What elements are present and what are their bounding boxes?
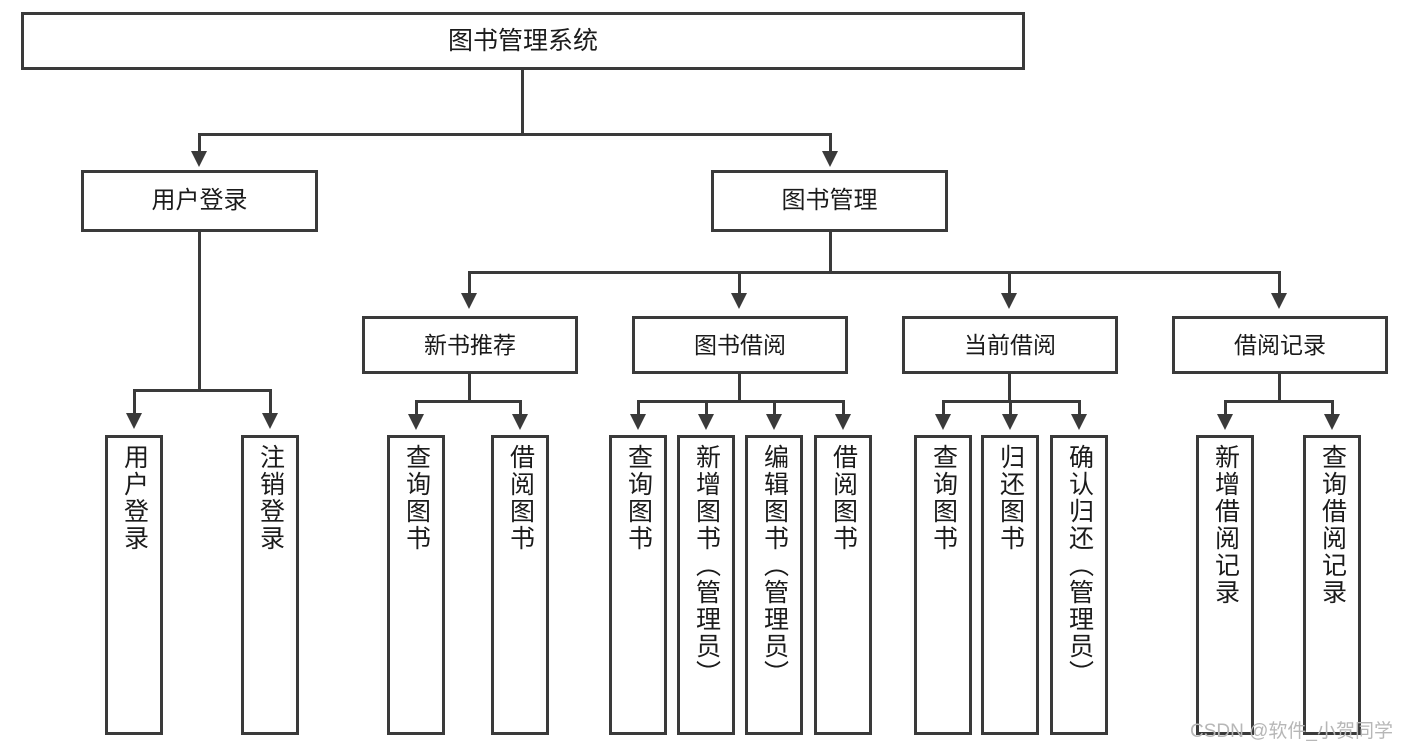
leaf-label: 归还图书 xyxy=(996,444,1025,552)
connector-user-login-to-leaf-2 xyxy=(269,389,272,415)
connector-book-borrow-to-leaf-3 xyxy=(773,400,776,416)
arrowhead-current-borrow-to-leaf-3 xyxy=(1071,414,1087,430)
connector-current-borrow-to-leaf-3 xyxy=(1078,400,1081,416)
connector-root-bus xyxy=(198,133,832,136)
node-book-management[interactable]: 图书管理 xyxy=(711,170,948,232)
leaf-label: 查询图书 xyxy=(929,444,958,552)
leaf-label: 借阅图书 xyxy=(506,444,535,552)
leaf-user-login-login[interactable]: 用户登录 xyxy=(105,435,163,735)
leaf-new-book-query[interactable]: 查询图书 xyxy=(387,435,445,735)
connector-book-borrow-to-leaf-4 xyxy=(842,400,845,416)
node-user-login[interactable]: 用户登录 xyxy=(81,170,318,232)
connector-book-borrow-stem xyxy=(738,374,741,402)
connector-borrow-record-to-leaf-2 xyxy=(1331,400,1334,416)
connector-borrow-record-to-leaf-1 xyxy=(1224,400,1227,416)
arrowhead-book-borrow-to-leaf-4 xyxy=(835,414,851,430)
leaf-label: 新增借阅记录 xyxy=(1211,444,1240,606)
arrowhead-new-book-to-leaf-1 xyxy=(408,414,424,430)
connector-book-mgmt-bus xyxy=(468,271,1280,274)
leaf-book-borrow-borrow[interactable]: 借阅图书 xyxy=(814,435,872,735)
connector-new-book-to-leaf-2 xyxy=(519,400,522,416)
leaf-book-borrow-query[interactable]: 查询图书 xyxy=(609,435,667,735)
connector-book-mgmt-to-lvl3-2 xyxy=(738,271,741,295)
connector-root-stem xyxy=(521,70,524,133)
leaf-current-borrow-confirm-return[interactable]: 确认归还（管理员） xyxy=(1050,435,1108,735)
node-root-system[interactable]: 图书管理系统 xyxy=(21,12,1025,70)
connector-book-borrow-to-leaf-2 xyxy=(705,400,708,416)
node-label: 借阅记录 xyxy=(1234,331,1326,358)
leaf-label: 查询图书 xyxy=(624,444,653,552)
leaf-user-login-logout[interactable]: 注销登录 xyxy=(241,435,299,735)
connector-current-borrow-stem xyxy=(1008,374,1011,402)
leaf-book-borrow-add[interactable]: 新增图书（管理员） xyxy=(677,435,735,735)
connector-borrow-record-stem xyxy=(1278,374,1281,402)
arrowhead-book-mgmt-to-lvl3-3 xyxy=(1001,293,1017,309)
arrowhead-book-borrow-to-leaf-2 xyxy=(698,414,714,430)
arrowhead-book-mgmt-to-lvl3-1 xyxy=(461,293,477,309)
leaf-label: 查询借阅记录 xyxy=(1318,444,1347,606)
connector-user-login-to-leaf-1 xyxy=(133,389,136,415)
connector-book-mgmt-to-lvl3-3 xyxy=(1008,271,1011,295)
connector-new-book-stem xyxy=(468,374,471,402)
node-label: 用户登录 xyxy=(151,187,248,215)
leaf-label: 新增图书（管理员） xyxy=(692,444,721,687)
arrowhead-user-login-to-leaf-1 xyxy=(126,413,142,429)
arrowhead-new-book-to-leaf-2 xyxy=(512,414,528,430)
connector-current-borrow-to-leaf-2 xyxy=(1009,400,1012,416)
connector-book-mgmt-to-lvl3-1 xyxy=(468,271,471,295)
node-label: 新书推荐 xyxy=(424,331,516,358)
arrowhead-book-mgmt-to-lvl3-2 xyxy=(731,293,747,309)
arrowhead-book-borrow-to-leaf-3 xyxy=(766,414,782,430)
leaf-current-borrow-return[interactable]: 归还图书 xyxy=(981,435,1039,735)
node-current-borrow[interactable]: 当前借阅 xyxy=(902,316,1118,374)
leaf-label: 确认归还（管理员） xyxy=(1065,444,1094,687)
connector-book-borrow-bus xyxy=(637,400,845,403)
arrowhead-root-to-user-login xyxy=(191,151,207,167)
leaf-current-borrow-query[interactable]: 查询图书 xyxy=(914,435,972,735)
leaf-borrow-record-query[interactable]: 查询借阅记录 xyxy=(1303,435,1361,735)
connector-new-book-bus xyxy=(415,400,522,403)
connector-root-to-book-mgmt xyxy=(829,133,832,153)
leaf-book-borrow-edit[interactable]: 编辑图书（管理员） xyxy=(745,435,803,735)
arrowhead-root-to-book-mgmt xyxy=(822,151,838,167)
connector-current-borrow-to-leaf-1 xyxy=(942,400,945,416)
connector-user-login-stem xyxy=(198,232,201,392)
node-label: 当前借阅 xyxy=(964,331,1056,358)
leaf-label: 借阅图书 xyxy=(829,444,858,552)
leaf-new-book-borrow[interactable]: 借阅图书 xyxy=(491,435,549,735)
connector-book-borrow-to-leaf-1 xyxy=(637,400,640,416)
leaf-label: 注销登录 xyxy=(256,444,285,552)
arrowhead-user-login-to-leaf-2 xyxy=(262,413,278,429)
leaf-label: 用户登录 xyxy=(120,444,149,552)
arrowhead-borrow-record-to-leaf-1 xyxy=(1217,414,1233,430)
node-label: 图书管理系统 xyxy=(447,26,598,55)
connector-user-login-bus xyxy=(133,389,272,392)
node-new-book-recommend[interactable]: 新书推荐 xyxy=(362,316,578,374)
arrowhead-book-borrow-to-leaf-1 xyxy=(630,414,646,430)
node-borrow-record[interactable]: 借阅记录 xyxy=(1172,316,1388,374)
node-book-borrow[interactable]: 图书借阅 xyxy=(632,316,848,374)
leaf-borrow-record-add[interactable]: 新增借阅记录 xyxy=(1196,435,1254,735)
leaf-label: 查询图书 xyxy=(402,444,431,552)
arrowhead-current-borrow-to-leaf-2 xyxy=(1002,414,1018,430)
node-label: 图书管理 xyxy=(781,187,878,215)
connector-book-mgmt-to-lvl3-4 xyxy=(1278,271,1281,295)
arrowhead-book-mgmt-to-lvl3-4 xyxy=(1271,293,1287,309)
leaf-label: 编辑图书（管理员） xyxy=(760,444,789,687)
connector-book-mgmt-stem xyxy=(829,232,832,273)
connector-new-book-to-leaf-1 xyxy=(415,400,418,416)
connector-root-to-user-login xyxy=(198,133,201,153)
arrowhead-borrow-record-to-leaf-2 xyxy=(1324,414,1340,430)
arrowhead-current-borrow-to-leaf-1 xyxy=(935,414,951,430)
connector-borrow-record-bus xyxy=(1224,400,1334,403)
node-label: 图书借阅 xyxy=(694,331,786,358)
